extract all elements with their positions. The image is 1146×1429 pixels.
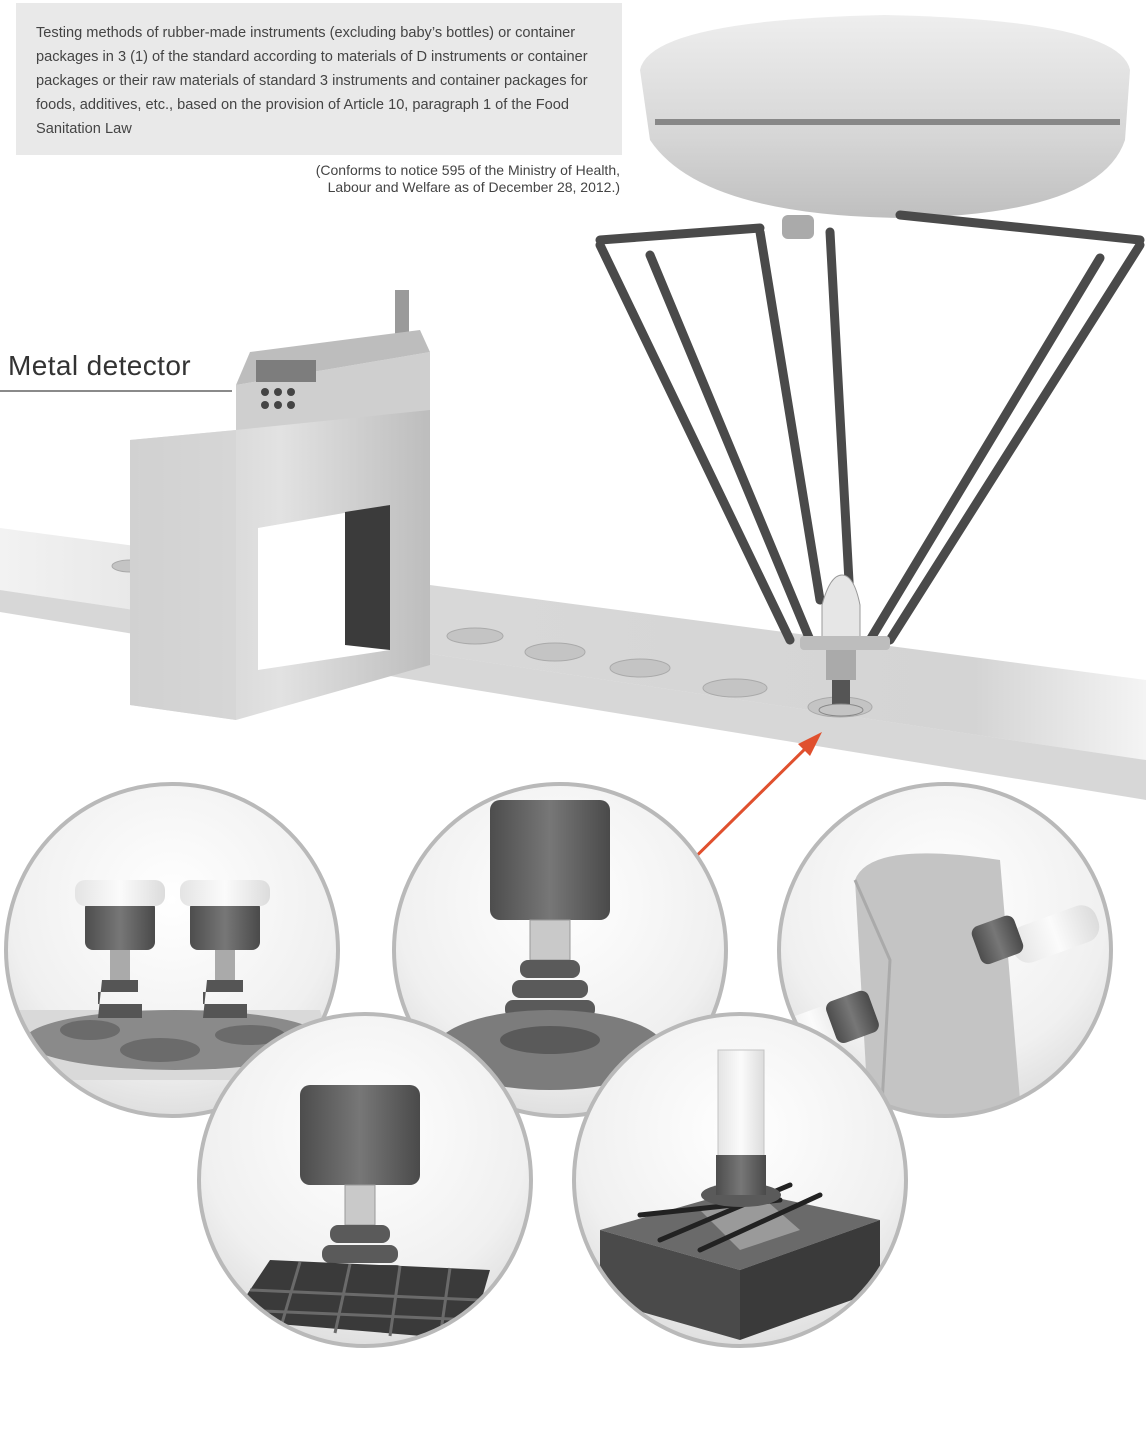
example-circle-box xyxy=(572,1012,908,1348)
example-circle-tray xyxy=(197,1012,533,1348)
metal-detector-leader-line xyxy=(0,390,232,392)
metal-detector-label: Metal detector xyxy=(8,350,192,381)
example-circle-pouch xyxy=(777,782,1113,1118)
example-circle-disc xyxy=(392,782,728,1118)
standard-note: Testing methods of rubber-made instrumen… xyxy=(16,3,622,155)
delta-robot xyxy=(595,15,1145,717)
conformance-note: (Conforms to notice 595 of the Ministry … xyxy=(315,162,620,195)
metal-detector xyxy=(130,290,430,720)
standard-note-text: Testing methods of rubber-made instrumen… xyxy=(36,25,588,137)
